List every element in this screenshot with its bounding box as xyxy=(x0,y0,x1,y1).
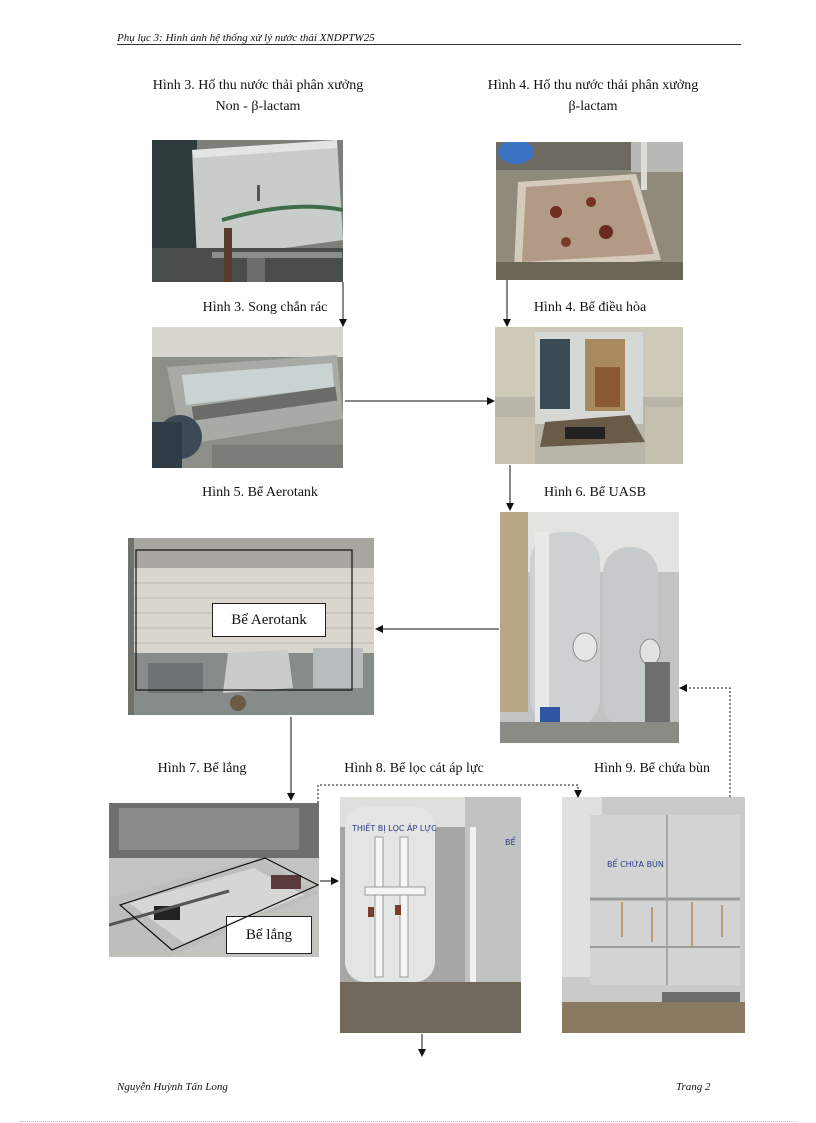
caption-fig3-line1: Hình 3. Hố thu nước thải phân xưởng xyxy=(152,78,364,93)
footer-divider xyxy=(20,1121,796,1122)
header-title: Phụ lục 3: Hình ảnh hệ thống xử lý nước … xyxy=(117,32,375,44)
caption-settling: Hình 7. Bể lắng xyxy=(157,761,247,776)
footer-author: Nguyễn Huỳnh Tấn Long xyxy=(117,1081,228,1093)
photo-sludge-tank: BỂ CHỨA BÙN xyxy=(562,797,745,1033)
photo-uasb xyxy=(500,512,679,743)
label-box-aerotank: Bể Aerotank xyxy=(212,603,326,637)
caption-screen: Hình 3. Song chắn rác xyxy=(202,300,328,315)
header-divider xyxy=(117,44,741,45)
caption-sludge: Hình 9. Bể chứa bùn xyxy=(593,761,711,776)
caption-equalization: Hình 4. Bể điều hòa xyxy=(533,300,647,315)
tank-label-text: THIẾT BỊ LỌC ÁP LỰC xyxy=(351,822,437,834)
photo-equalization-tank xyxy=(495,327,683,464)
caption-fig4-line2: β-lactam xyxy=(568,99,618,114)
photo-non-beta-lactam-pit xyxy=(152,140,343,282)
photo-pressure-sand-filter: THIẾT BỊ LỌC ÁP LỰC BỂ xyxy=(340,797,521,1033)
photo-beta-lactam-pit xyxy=(496,142,683,280)
arrow-settling-to-sludge-dotted xyxy=(317,784,582,803)
caption-aerotank: Hình 5. Bể Aerotank xyxy=(202,485,318,500)
arrow-sludge-to-uasb-dotted xyxy=(679,684,731,797)
caption-uasb: Hình 6. Bể UASB xyxy=(544,485,646,500)
aerotank-highlight-rect xyxy=(135,549,353,691)
label-box-settling: Bể lắng xyxy=(226,916,312,954)
caption-fig4-line1: Hình 4. Hố thu nước thải phân xưởng xyxy=(487,78,699,93)
sludge-label-text: BỂ CHỨA BÙN xyxy=(607,857,664,869)
footer-page-number: Trang 2 xyxy=(676,1081,711,1093)
photo-screen xyxy=(152,327,343,468)
settling-highlight-outline xyxy=(118,857,320,951)
caption-fig3-line2: Non - β-lactam xyxy=(215,99,301,114)
svg-text:BỂ: BỂ xyxy=(505,835,516,847)
caption-sandfilter: Hình 8. Bể lọc cát áp lực xyxy=(344,761,484,776)
